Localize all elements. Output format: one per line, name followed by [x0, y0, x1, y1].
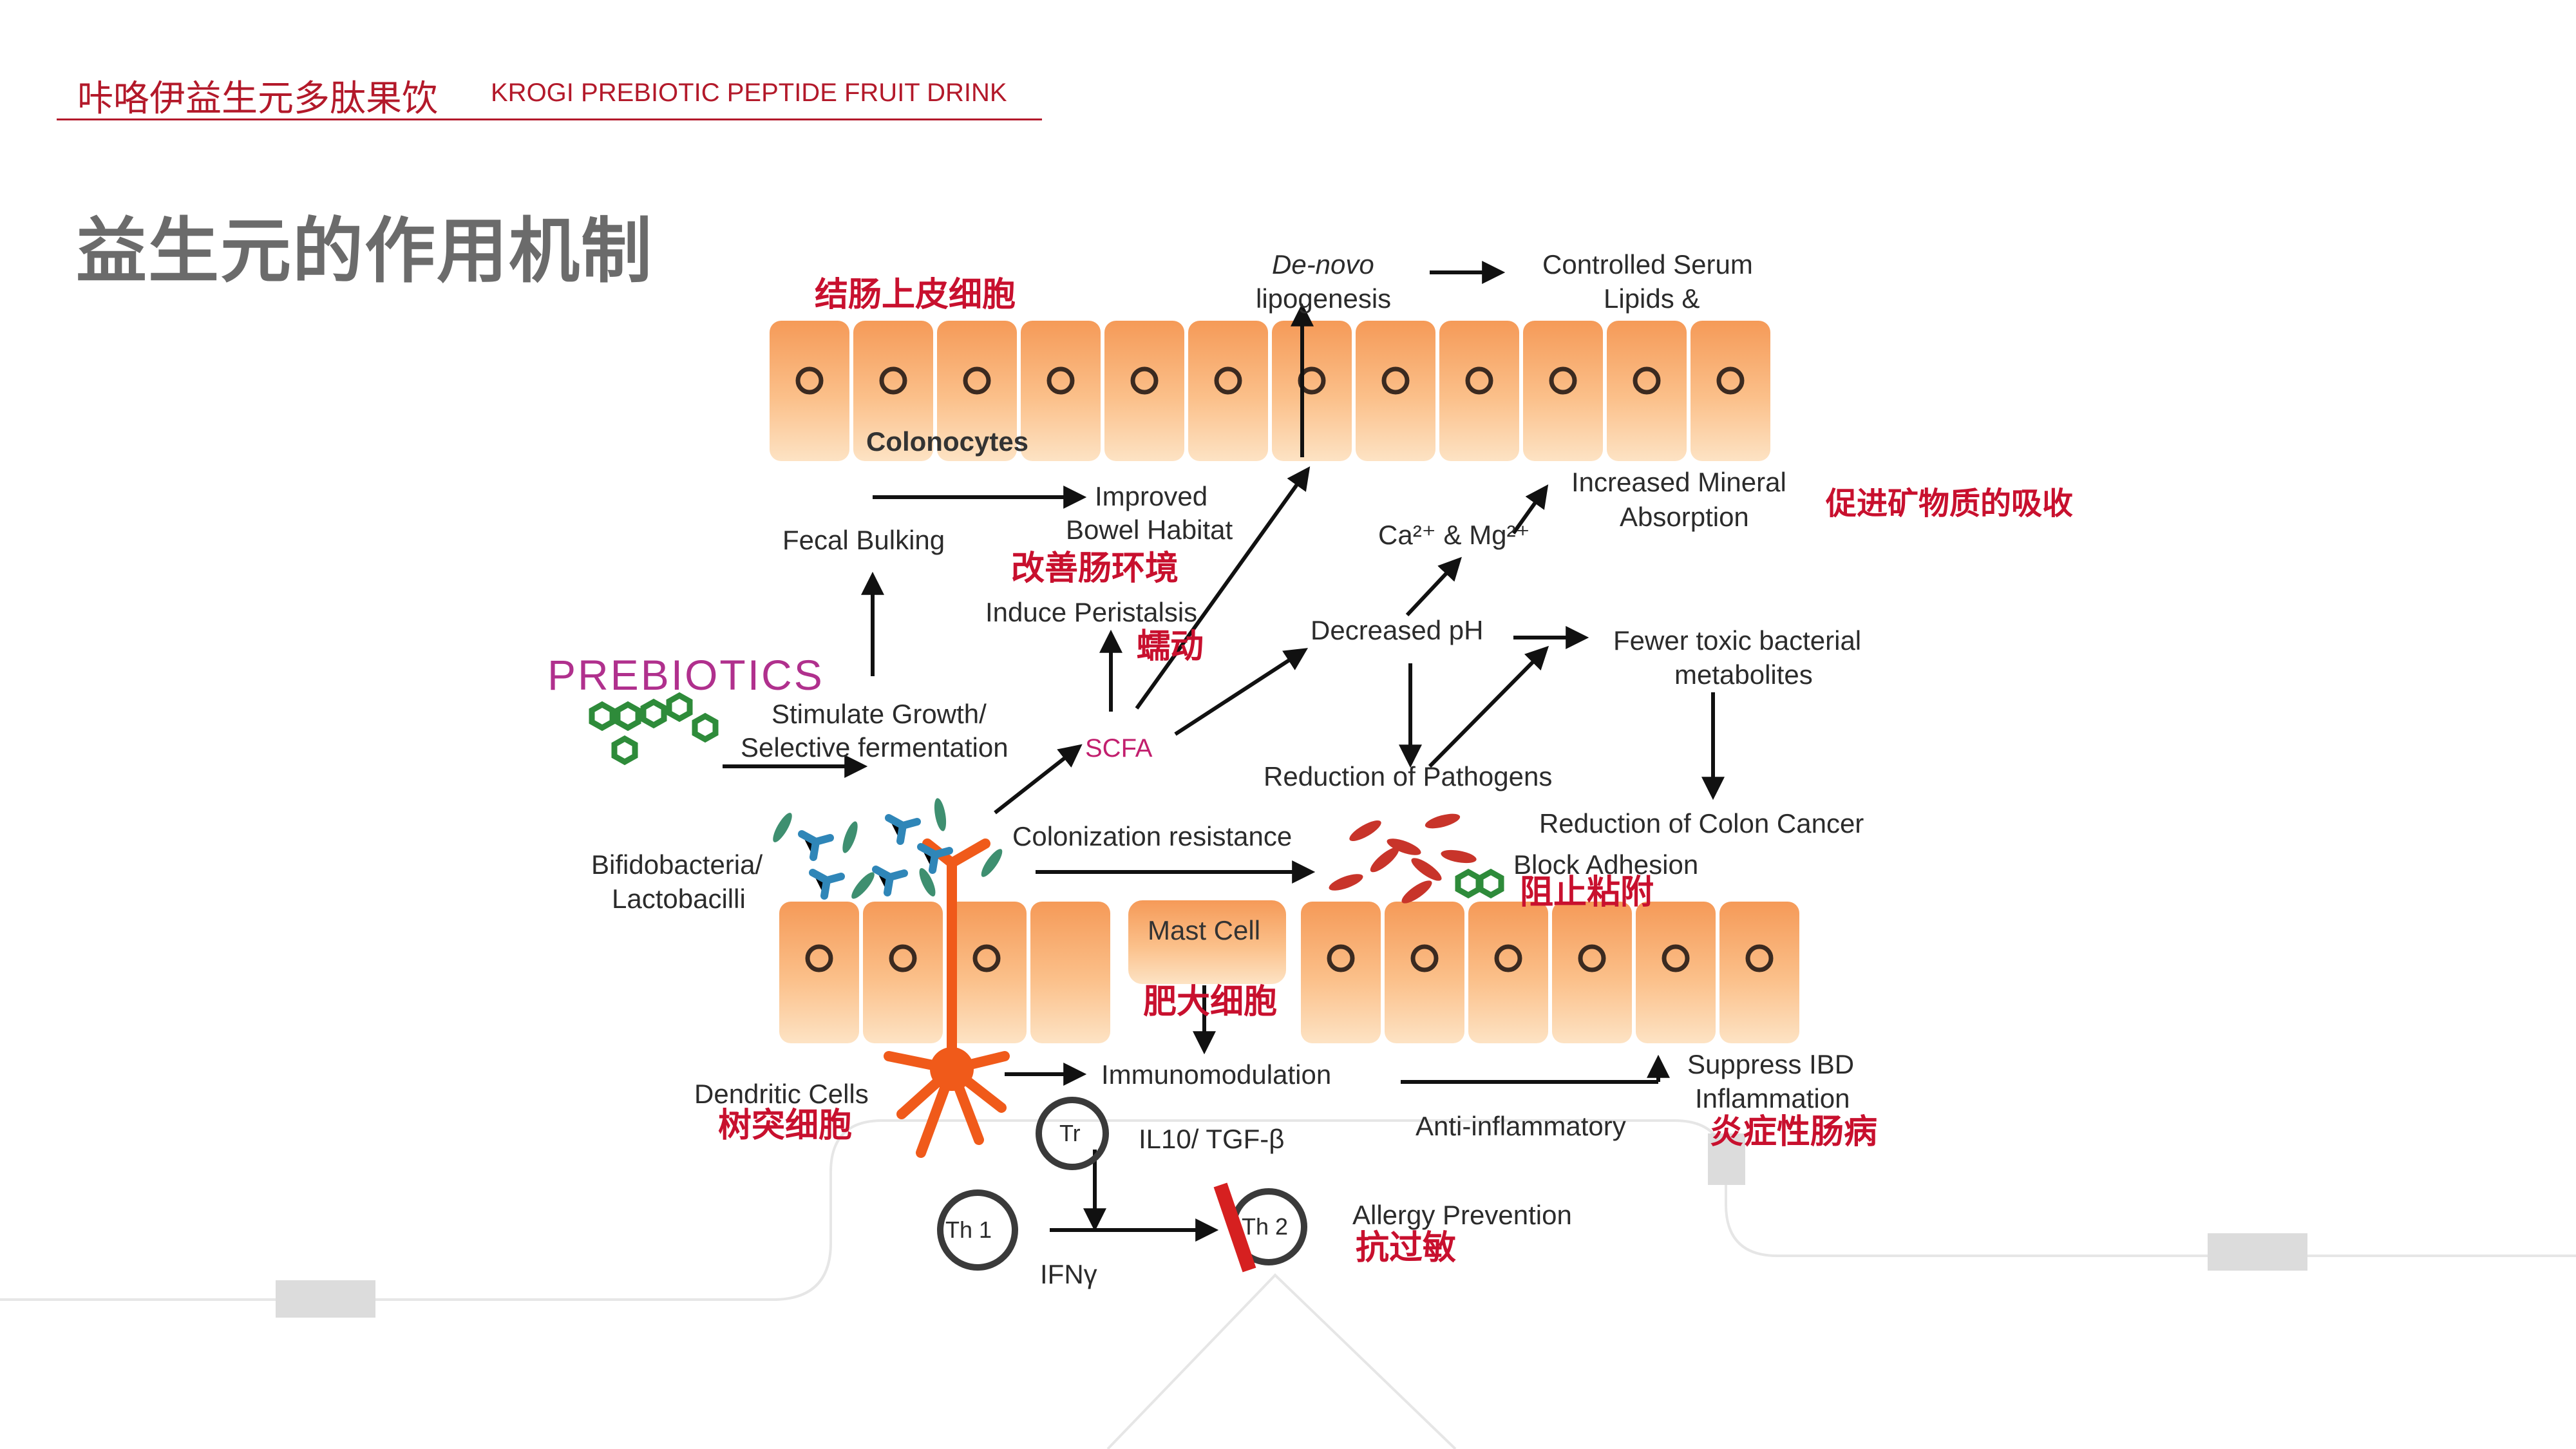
annotation-peristalsis: 蠕动 — [1137, 627, 1204, 666]
annotation-mast-cell: 肥大细胞 — [1143, 983, 1278, 1021]
cell-nucleus — [1633, 366, 1661, 395]
label-fewer-toxic: Fewer toxic bacterial — [1613, 625, 1862, 656]
label-inflammation: Inflammation — [1695, 1083, 1850, 1113]
label-tr: Tr — [1059, 1120, 1081, 1146]
label-mast-cell: Mast Cell — [1148, 915, 1261, 945]
label-block-adhesion: Block Adhesion — [1513, 849, 1699, 880]
label-de-novo: De-novo — [1272, 249, 1374, 279]
cell-nucleus — [1549, 366, 1577, 395]
cell-nucleus — [1716, 366, 1745, 395]
brand-title-cn: 咔咯伊益生元多肽果饮 — [77, 78, 438, 120]
label-metabolites: metabolites — [1674, 659, 1813, 690]
cell-nucleus — [1494, 944, 1522, 972]
colonocyte-cell — [1552, 902, 1632, 1043]
colonocyte-cell — [1636, 902, 1716, 1043]
colonocyte-row-bottom-left — [779, 902, 1110, 1043]
annotation-dendritic: 树突细胞 — [718, 1106, 853, 1145]
mast-cell — [1128, 900, 1286, 984]
label-reduction-pathogens: Reduction of Pathogens — [1264, 761, 1553, 791]
cell-nucleus — [1130, 366, 1159, 395]
label-induce-peristalsis: Induce Peristalsis — [985, 597, 1198, 627]
label-reduction-colon-cancer: Reduction of Colon Cancer — [1539, 808, 1864, 838]
label-allergy-prevention: Allergy Prevention — [1352, 1200, 1572, 1230]
pathogens — [1329, 813, 1477, 904]
colonocyte-cell — [947, 902, 1027, 1043]
label-colonization-resistance: Colonization resistance — [1012, 821, 1293, 851]
colonocyte-cell — [863, 902, 943, 1043]
label-ca-mg: Ca²⁺ & Mg²⁺ — [1378, 520, 1530, 550]
cell-nucleus — [879, 366, 907, 395]
cell-nucleus — [1214, 366, 1242, 395]
annotation-block-adhesion: 阻止粘附 — [1520, 873, 1654, 912]
label-absorption: Absorption — [1620, 502, 1749, 532]
header-rule — [57, 118, 1042, 120]
cell-nucleus — [1662, 944, 1690, 972]
annotation-mineral-absorption: 促进矿物质的吸收 — [1826, 486, 2074, 522]
label-colonocytes: Colonocytes — [866, 426, 1029, 457]
label-selective-fermentation: Selective fermentation — [741, 732, 1009, 762]
label-prebiotics: PREBIOTICS — [547, 651, 824, 699]
colonocyte-row-top — [770, 321, 1770, 461]
cell-nucleus — [1745, 944, 1774, 972]
label-stimulate-growth: Stimulate Growth/ — [772, 699, 987, 729]
annotation-improve-bowel: 改善肠环境 — [1011, 549, 1179, 588]
label-immunomodulation: Immunomodulation — [1101, 1059, 1332, 1090]
annotation-ibd: 炎症性肠病 — [1710, 1113, 1878, 1151]
annotation-anti-allergy: 抗过敏 — [1356, 1229, 1457, 1267]
label-scfa: SCFA — [1085, 734, 1153, 762]
colonocyte-row-bottom-right — [1301, 902, 1799, 1043]
cell-nucleus — [1465, 366, 1493, 395]
cell-nucleus — [1381, 366, 1410, 395]
bifidobacteria — [773, 798, 1003, 900]
cell-nucleus — [1046, 366, 1075, 395]
th2-inhibit-bar — [1213, 1182, 1256, 1273]
colonocyte-cell — [1719, 902, 1799, 1043]
colonocyte-cell — [1030, 902, 1110, 1043]
cell-nucleus — [889, 944, 917, 972]
label-bowel-habitat: Bowel Habitat — [1066, 515, 1233, 545]
label-controlled-serum: Controlled Serum — [1542, 249, 1753, 279]
label-lactobacilli: Lactobacilli — [612, 884, 746, 914]
cell-nucleus — [1578, 944, 1606, 972]
colonocyte-cell — [779, 902, 859, 1043]
label-increased-mineral: Increased Mineral — [1571, 467, 1786, 497]
cell-nucleus — [963, 366, 991, 395]
pathway-arrows — [723, 261, 1725, 1242]
annotation-colon-epithelium: 结肠上皮细胞 — [815, 276, 1016, 314]
label-lipids: Lipids & — [1604, 283, 1700, 314]
deco-block-left — [276, 1280, 375, 1318]
label-bifidobacteria: Bifidobacteria/ — [591, 849, 763, 880]
label-dendritic-cells: Dendritic Cells — [694, 1079, 869, 1109]
colonocyte-cell — [1385, 902, 1464, 1043]
deco-block-right — [2208, 1233, 2307, 1271]
colonocyte-cell — [1301, 902, 1381, 1043]
brand-title-en: KROGI PREBIOTIC PEPTIDE FRUIT DRINK — [491, 79, 1007, 107]
label-ifny: IFNγ — [1040, 1259, 1097, 1289]
label-fecal-bulking: Fecal Bulking — [782, 525, 945, 555]
t-cells — [937, 1097, 1307, 1271]
label-decreased-ph: Decreased pH — [1311, 615, 1484, 645]
colonocyte-cell — [1468, 902, 1548, 1043]
label-anti-inflammatory: Anti-inflammatory — [1416, 1111, 1626, 1141]
page-title: 益生元的作用机制 — [76, 210, 653, 292]
label-th1: Th 1 — [945, 1217, 992, 1243]
label-lipogenesis: lipogenesis — [1256, 283, 1392, 314]
label-il10: IL10/ TGF-β — [1139, 1124, 1285, 1154]
label-suppress-ibd: Suppress IBD — [1687, 1049, 1855, 1079]
cell-nucleus — [805, 944, 833, 972]
cell-nucleus — [1410, 944, 1439, 972]
deco-block-mid — [1708, 1133, 1745, 1185]
cell-nucleus — [1327, 944, 1355, 972]
dendritic-cell-body — [930, 1047, 974, 1091]
cell-nucleus — [795, 366, 824, 395]
label-th2: Th 2 — [1242, 1213, 1289, 1240]
label-improved: Improved — [1095, 481, 1208, 511]
cell-nucleus — [972, 944, 1001, 972]
